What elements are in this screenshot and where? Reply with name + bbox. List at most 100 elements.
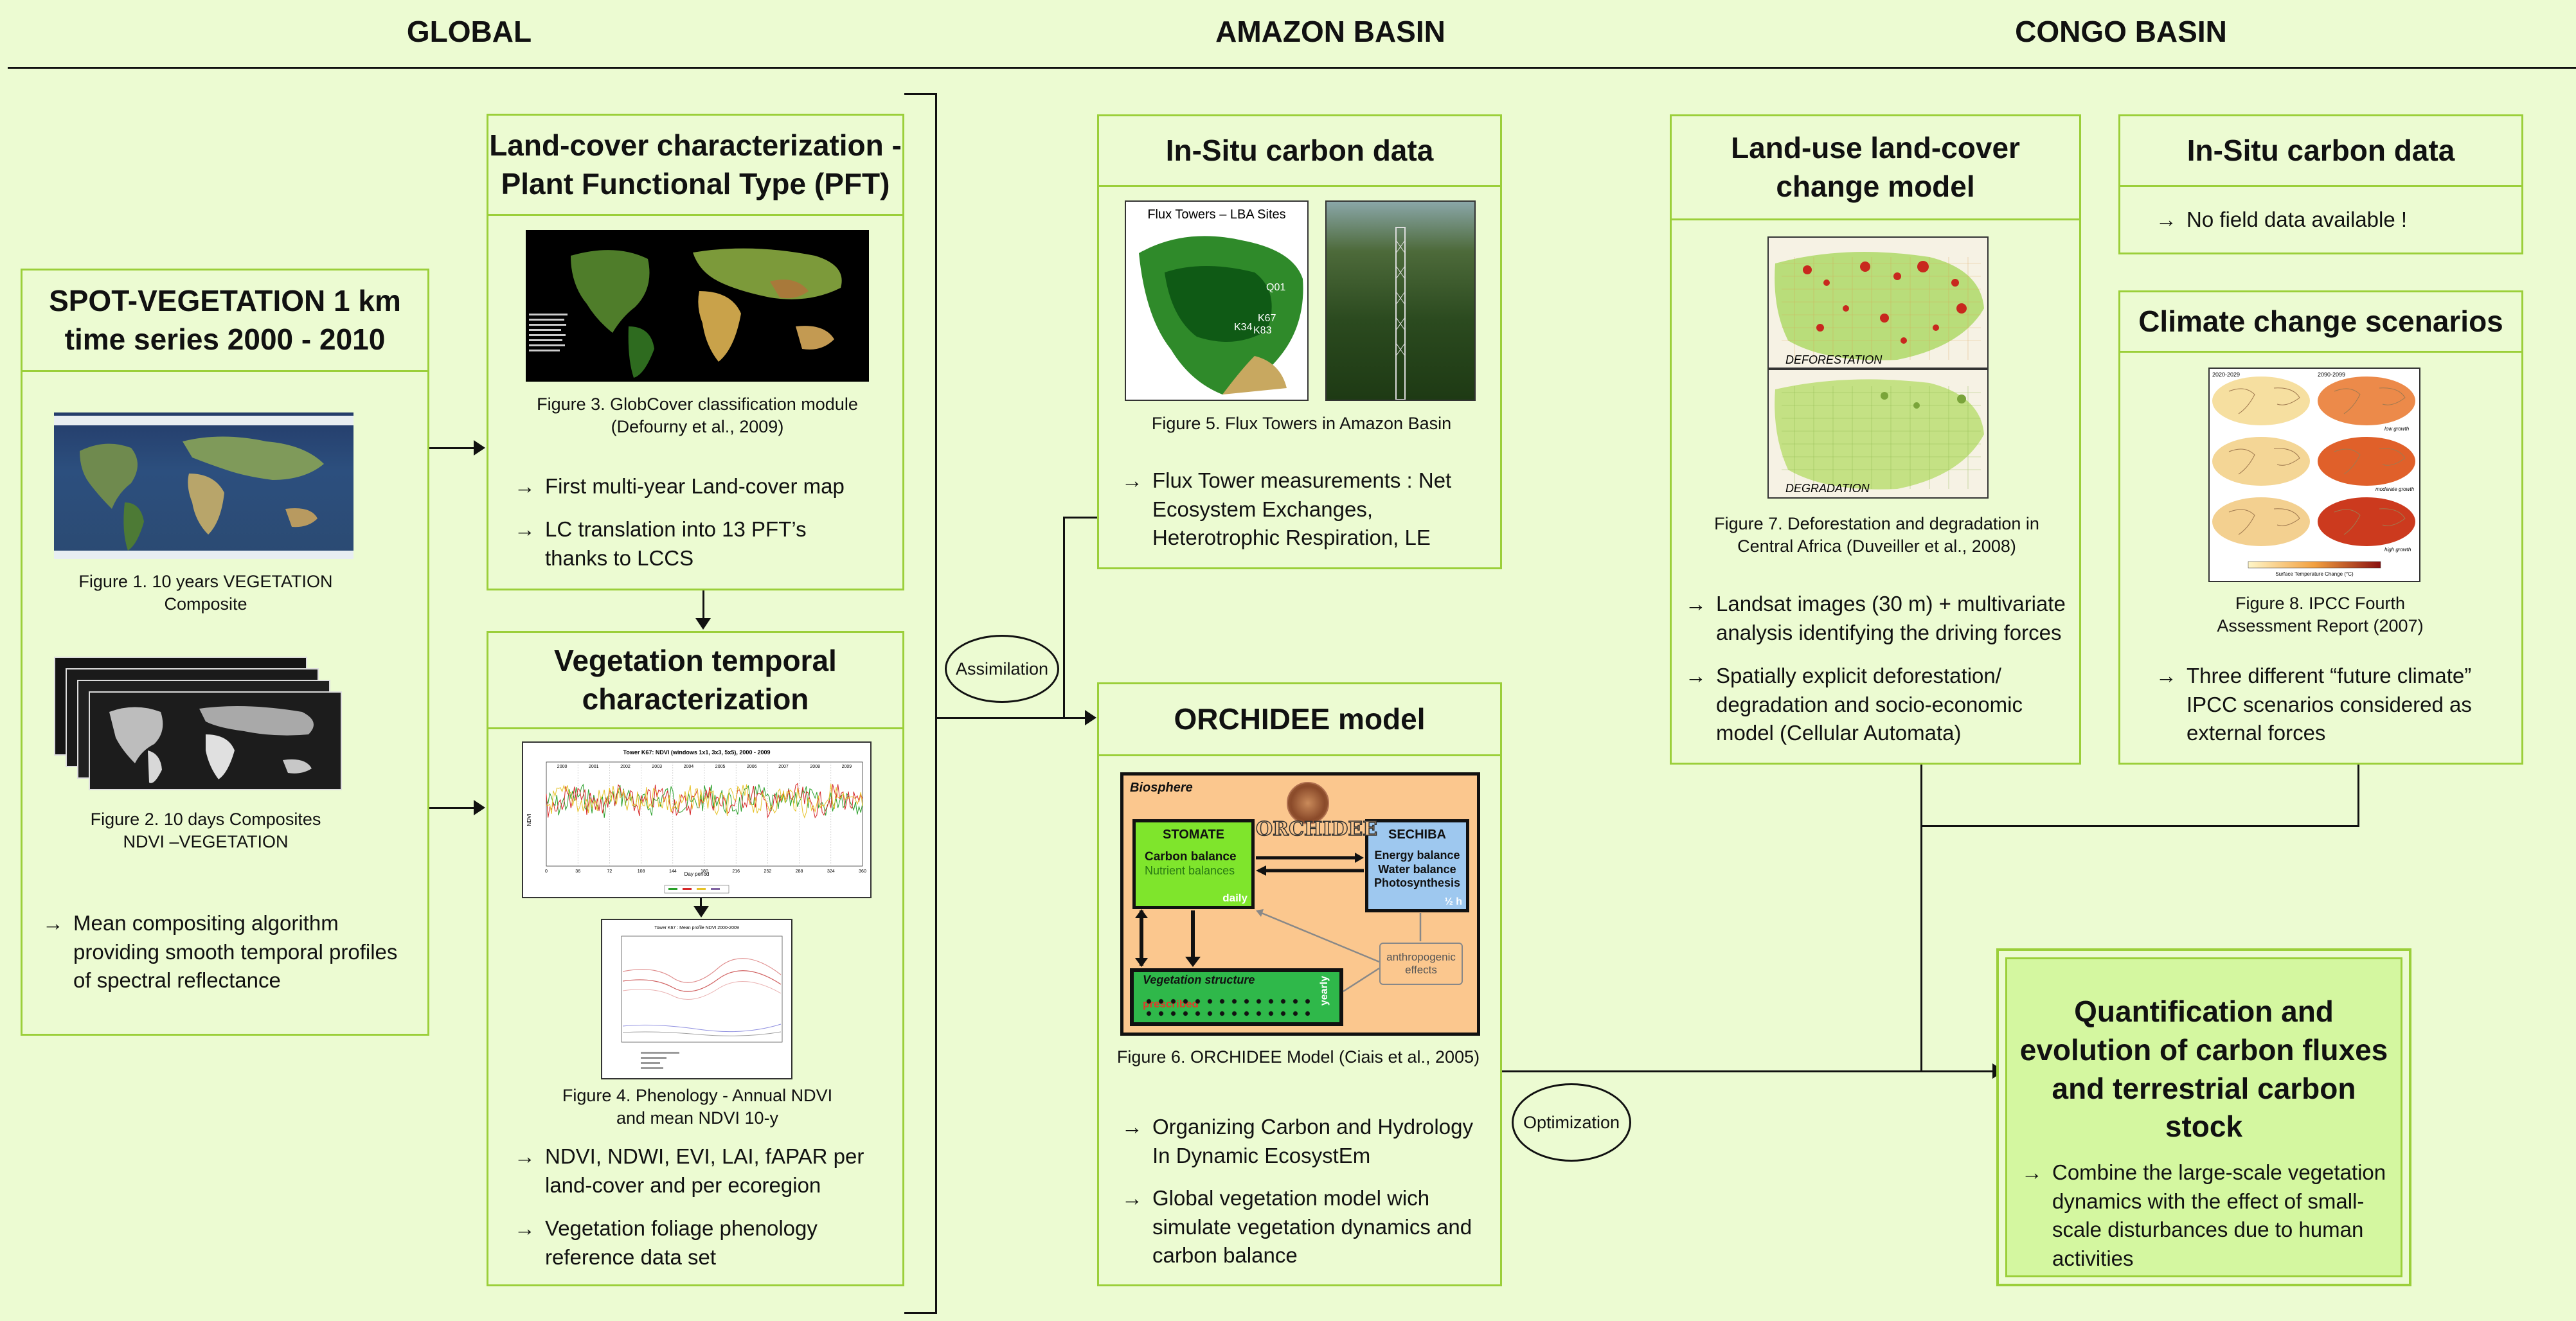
arrow-bullet-icon: → (1122, 1186, 1143, 1210)
vegtemp-bullet-2-text: Vegetation foliage phenology reference d… (545, 1216, 818, 1269)
figure8-caption: Figure 8. IPCC Fourth Assessment Report … (2217, 594, 2424, 636)
degradation-map: DEGRADATION (1767, 369, 1989, 499)
degradation-grid (1782, 386, 1981, 489)
landcover-bullet-2: →LC translation into 13 PFT’s thanks to … (514, 515, 816, 572)
ndvi-timeseries-chart: Tower K67: NDVI (windows 1x1, 3x3, 5x5),… (522, 741, 872, 898)
orchidee-logo-text: ORCHIDEE (1255, 817, 1378, 841)
arrow-bullet-icon: → (1685, 664, 1706, 687)
ndvi-chart-year-label: 2006 (747, 765, 757, 769)
carbon-balance-label: Carbon balance (1145, 850, 1237, 864)
ipcc-scenario-moderate: moderate growth (2375, 486, 2415, 492)
header-amazon: AMAZON BASIN (1215, 15, 1445, 48)
insitu-amazon-title: In-Situ carbon data (1099, 116, 1500, 187)
vegstruct-box: Vegetation structure prescribed yearly (1130, 968, 1343, 1026)
climate-title: Climate change scenarios (2120, 292, 2521, 353)
connector-climate-down (2357, 765, 2359, 826)
tower-label-k83: K83 (1253, 325, 1272, 336)
map-legend-text (529, 314, 568, 351)
orchidee-bullet-2: → Global vegetation model wich simulate v… (1122, 1184, 1488, 1270)
ndvi-chart-title: Tower K67: NDVI (windows 1x1, 3x3, 5x5),… (623, 749, 771, 756)
arrow-bullet-icon: → (514, 474, 535, 498)
ndvi-chart-xtick: 144 (669, 869, 677, 874)
quant-bullet-text: Combine the large-scale vegetation dynam… (2052, 1160, 2386, 1270)
orchidee-bullet-2-text: Global vegetation model wich simulate ve… (1152, 1186, 1472, 1268)
ndvi-chart-year-label: 2000 (557, 765, 568, 769)
ndvi-chart-xlabel: Day period (684, 871, 710, 877)
anthropogenic-label: anthropogenic effects (1386, 951, 1456, 976)
flux-tower-photo (1325, 200, 1476, 401)
arrow-bullet-icon: → (2021, 1160, 2043, 1184)
chart-arrow-line (700, 898, 702, 907)
orchidee-title: ORCHIDEE model (1099, 684, 1500, 756)
ndvi-chart-year-label: 2008 (810, 765, 820, 769)
arrow-bullet-icon: → (514, 517, 535, 541)
orchidee-diagram: Biosphere STOMATE Carbon balance Nutrien… (1120, 772, 1480, 1036)
ndvi-chart-year-label: 2007 (778, 765, 789, 769)
insitu-congo-title: In-Situ carbon data (2120, 116, 2521, 187)
vegtemp-title: Vegetation temporal characterization (488, 633, 902, 729)
arrow-bullet-icon: → (2156, 208, 2177, 231)
landcover-bullet-1: →First multi-year Land-cover map (514, 472, 887, 501)
arrow-to-landcover (474, 440, 485, 456)
insitu-congo-box: In-Situ carbon data (2118, 114, 2523, 254)
anthropogenic-box: anthropogenic effects (1379, 943, 1463, 985)
arrow-bullet-icon: → (42, 911, 64, 935)
header-divider (8, 67, 2576, 69)
ndvi-chart-year-label: 2009 (842, 765, 852, 769)
orchidee-logo-figure (1287, 782, 1329, 824)
ndvi-chart-year-label: 2001 (589, 765, 599, 769)
bracket-bottom (904, 1312, 936, 1314)
connector-climate-join (1920, 825, 2359, 827)
arrow-bullet-icon: → (1122, 1115, 1143, 1139)
vegtemp-bullet-1: →NDVI, NDWI, EVI, LAI, fAPAR per land-co… (514, 1142, 881, 1200)
ndvi-composites-image (54, 657, 346, 799)
deforestation-grid (1782, 257, 1981, 360)
figure2-caption: Figure 2. 10 days Composites NDVI –VEGET… (90, 810, 321, 852)
quant-box: Quantification and evolution of carbon f… (1996, 948, 2411, 1286)
luccm-title: Land-use land-cover change model (1672, 116, 2079, 220)
arrow-to-vegtemp-down (695, 618, 711, 630)
ndvi-chart-legend (664, 885, 729, 894)
luccm-bullet-2-text: Spatially explicit deforestation/ degrad… (1716, 664, 2023, 745)
ndvi-chart-year-label: 2002 (620, 765, 631, 769)
figure1-caption: Figure 1. 10 years VEGETATION Composite (78, 572, 333, 614)
header-congo: CONGO BASIN (2015, 15, 2227, 48)
arrow-to-orchidee (1085, 710, 1096, 725)
ndvi-chart-xtick: 252 (764, 869, 772, 874)
ipcc-colorbar-label: Surface Temperature Change (°C) (2275, 571, 2354, 577)
ndvi-chart-xtick: 72 (607, 869, 613, 874)
connector-orchidee-quant (1502, 1070, 1997, 1072)
daily-label: daily (1222, 892, 1248, 904)
spot-vegetation-box: SPOT-VEGETATION 1 km time series 2000 - … (21, 269, 429, 1036)
stomate-box: STOMATE Carbon balance Nutrient balances… (1132, 819, 1255, 909)
spot-vegetation-title: SPOT-VEGETATION 1 km time series 2000 - … (22, 270, 427, 372)
degradation-label: DEGRADATION (1785, 482, 1870, 495)
ipcc-maps-image: 2020-2029 2090-2099 low growth moderate … (2208, 368, 2420, 582)
sechiba-label: SECHIBA (1388, 828, 1446, 842)
ndvi-layer (89, 691, 342, 790)
figure7-caption: Figure 7. Deforestation and degradation … (1714, 514, 2039, 556)
figure6-caption: Figure 6. ORCHIDEE Model (Ciais et al., … (1116, 1047, 1480, 1067)
insitu-amazon-bullet-text: Flux Tower measurements : Net Ecosystem … (1152, 468, 1452, 550)
yearly-label: yearly (1318, 975, 1330, 1006)
ipcc-scenario-low: low growth (2384, 426, 2410, 432)
bracket-vertical (935, 93, 937, 1314)
ndvi-chart-xtick: 108 (638, 869, 645, 874)
ndvi-chart-xtick: 288 (796, 869, 803, 874)
orchidee-bullet-1-text: Organizing Carbon and Hydrology In Dynam… (1152, 1115, 1473, 1167)
insitu-line-horizontal (1063, 517, 1099, 519)
ndvi-chart-xtick: 0 (545, 869, 548, 874)
vegtemp-bullet-2: →Vegetation foliage phenology reference … (514, 1214, 881, 1272)
insitu-line-vertical (1063, 517, 1065, 718)
globcover-map-image (526, 230, 869, 382)
ndvi-chart-year-label: 2005 (715, 765, 726, 769)
connector-spot-vegtemp (429, 807, 474, 809)
ipcc-period-2: 2090-2099 (2318, 371, 2345, 378)
half-hourly-label: ½ h (1444, 896, 1462, 907)
ipcc-colorbar (2248, 561, 2381, 569)
ndvi-chart-xtick: 180 (701, 869, 708, 874)
stomate-label: STOMATE (1163, 828, 1224, 842)
chart-arrow (693, 906, 709, 918)
climate-bullet: →Three different “future climate” IPCC s… (2156, 662, 2516, 748)
connector-landcover-vegtemp (702, 590, 704, 620)
